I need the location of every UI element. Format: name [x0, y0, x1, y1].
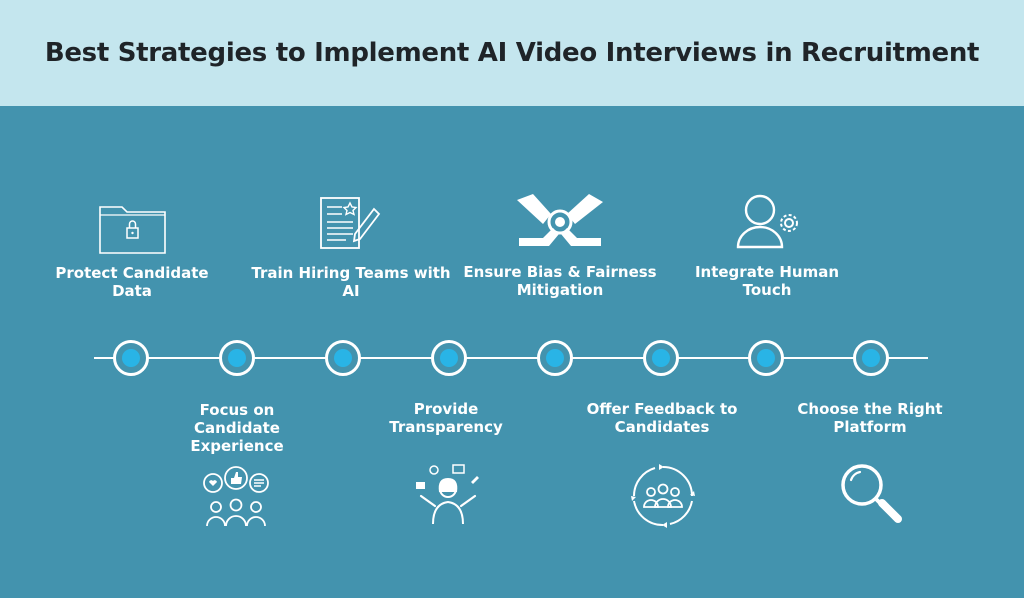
- document-pencil-icon: [318, 195, 382, 253]
- strategy-label-focus-candidate-experience: Focus on Candidate Experience: [190, 401, 284, 455]
- strategy-label-protect-candidate-data: Protect Candidate Data: [55, 264, 209, 300]
- locked-folder-icon: [98, 203, 168, 255]
- timeline-node: [643, 340, 679, 376]
- strategy-label-choose-right-platform: Choose the Right Platform: [797, 400, 943, 436]
- strategy-label-integrate-human-touch: Integrate Human Touch: [694, 263, 840, 299]
- timeline-node: [748, 340, 784, 376]
- timeline-node: [325, 340, 361, 376]
- strategy-label-provide-transparency: Provide Transparency: [389, 400, 503, 436]
- timeline-node: [113, 340, 149, 376]
- timeline-line: [94, 357, 928, 359]
- person-gear-icon: [734, 192, 802, 250]
- cycle-group-icon: [630, 463, 696, 529]
- feedback-people-icon: [200, 466, 272, 528]
- title-banner: Best Strategies to Implement AI Video In…: [0, 0, 1024, 106]
- timeline-node: [219, 340, 255, 376]
- page-title: Best Strategies to Implement AI Video In…: [44, 38, 980, 68]
- strategy-label-ensure-bias-fairness: Ensure Bias & Fairness Mitigation: [463, 263, 657, 299]
- person-juggling-icon: [413, 462, 483, 526]
- magnifier-icon: [838, 462, 904, 526]
- joined-hands-icon: [513, 190, 607, 254]
- timeline-node: [431, 340, 467, 376]
- strategy-label-train-hiring-teams: Train Hiring Teams with AI: [251, 264, 451, 300]
- strategy-label-offer-feedback: Offer Feedback to Candidates: [586, 400, 738, 436]
- timeline-node: [853, 340, 889, 376]
- timeline-node: [537, 340, 573, 376]
